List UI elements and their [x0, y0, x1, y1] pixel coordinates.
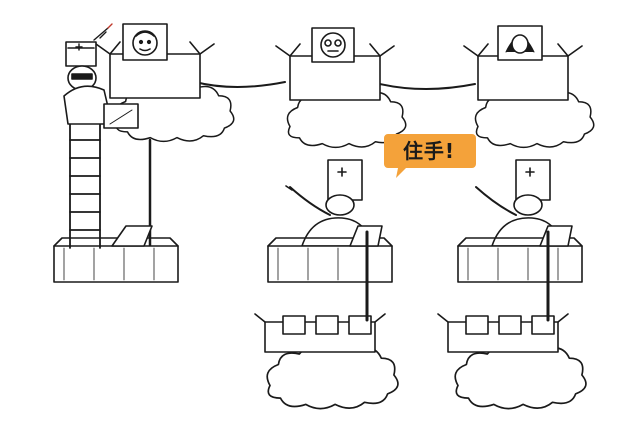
- cloud-right-bottom: [454, 343, 587, 410]
- left-station: [53, 23, 235, 283]
- laptop-left: [111, 225, 153, 247]
- syringe-icon: [93, 23, 113, 41]
- ladder: [69, 119, 101, 249]
- top-rope: [194, 81, 476, 90]
- doctor-on-ladder: [63, 23, 139, 129]
- speech-bubble-text: 住手!: [402, 139, 456, 163]
- cloud-middle-bottom: [266, 343, 399, 410]
- right-station: [437, 25, 595, 410]
- speech-bubble: [384, 134, 476, 178]
- doctor-pointing-right: [475, 159, 563, 247]
- speech-bubble-shape: [384, 134, 476, 178]
- middle-station: [254, 27, 407, 410]
